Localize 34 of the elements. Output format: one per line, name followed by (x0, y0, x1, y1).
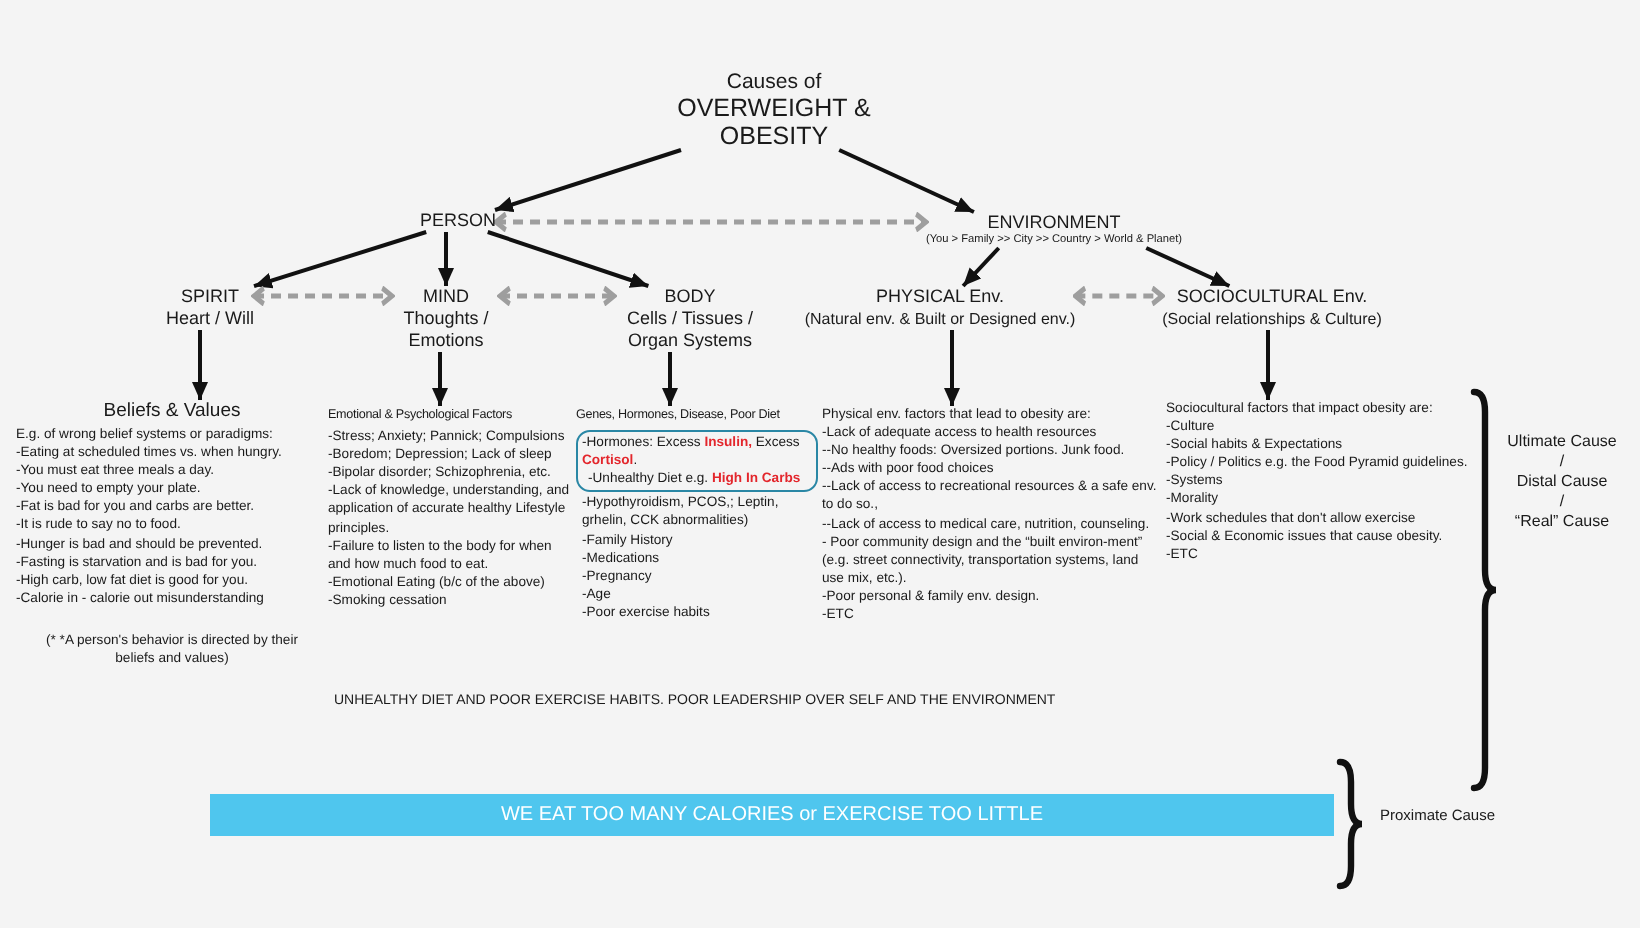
highlight-box (576, 430, 818, 493)
arrow (494, 148, 682, 213)
list-heading: Beliefs & Values (103, 400, 241, 424)
node-subtitle: Heart / Will (166, 308, 254, 330)
node-title: PERSON (420, 210, 496, 232)
arrow (1260, 330, 1276, 400)
node-title: BODY (664, 286, 716, 308)
node-subtitle: (Natural env. & Built or Designed env.) (804, 308, 1076, 330)
double-arrow (494, 214, 928, 230)
bracket-label: Ultimate Cause / Distal Cause / “Real” Cause (1505, 432, 1619, 532)
arrow (253, 230, 427, 289)
node-subtitle: Cells / Tissues / Organ Systems (624, 308, 756, 352)
node-title: OVERWEIGHT & OBESITY (675, 94, 873, 150)
double-arrow (498, 288, 616, 304)
node-caption: Causes of (726, 70, 822, 94)
arrow (944, 330, 960, 406)
node-subtitle: Thoughts / Emotions (401, 308, 491, 352)
arrow (487, 230, 649, 289)
arrow (1145, 246, 1231, 288)
arrow (432, 352, 448, 406)
banner-bar: WE EAT TOO MANY CALORIES or EXERCISE TOO LITTLE (210, 794, 1334, 836)
node-title: PHYSICAL Env. (875, 286, 1004, 308)
arrow (662, 352, 678, 406)
node-subtitle: (Social relationships & Culture) (1162, 308, 1382, 330)
double-arrow (252, 288, 394, 304)
arrow (438, 232, 454, 286)
arrow (838, 148, 975, 214)
arrow (192, 330, 208, 400)
node-title: SPIRIT (181, 286, 239, 308)
arrow (961, 246, 1001, 288)
node-title: ENVIRONMENT (987, 212, 1121, 234)
double-arrow (1073, 288, 1165, 304)
node-title: MIND (423, 286, 469, 308)
node-title: SOCIOCULTURAL Env. (1176, 286, 1368, 308)
